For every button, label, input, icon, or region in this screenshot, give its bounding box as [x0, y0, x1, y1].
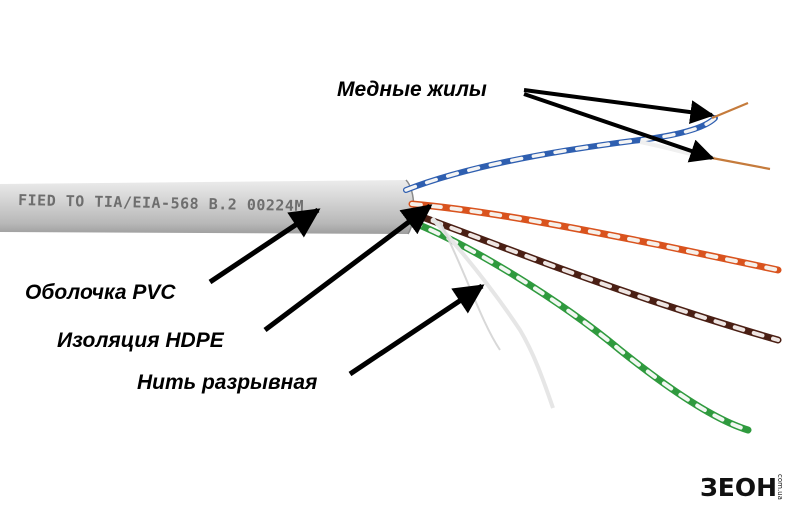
arrow-copper-top: [523, 88, 715, 125]
jacket-print-text: FIED TO TIA/EIA-568 B.2 00224M: [18, 191, 304, 215]
brown-pair: [410, 210, 782, 344]
label-copper-cores: Медные жилы: [337, 78, 715, 163]
label-pvc-jacket: Оболочка PVC: [25, 207, 321, 304]
cable-jacket: FIED TO TIA/EIA-568 B.2 00224M: [0, 179, 415, 235]
logo-subtext: com.ua: [776, 474, 784, 500]
arrow-hdpe: [263, 204, 433, 332]
zeon-logo: ЗЕОН com.ua: [700, 473, 784, 502]
copper-cores: [711, 101, 771, 171]
ripcord-label: Нить разрывная: [137, 371, 317, 394]
label-hdpe-insulation: Изоляция HDPE: [57, 204, 433, 352]
hdpe-insulation-label: Изоляция HDPE: [57, 329, 225, 352]
green-pair: [408, 218, 752, 434]
pvc-jacket-label: Оболочка PVC: [25, 281, 176, 304]
arrow-pvc: [208, 207, 321, 285]
blue-pair: [403, 115, 718, 193]
arrow-ripcord: [348, 283, 485, 377]
arrow-copper-bottom: [523, 92, 715, 163]
orange-pair: [408, 200, 782, 274]
logo-text: ЗЕОН: [700, 473, 777, 502]
copper-cores-label: Медные жилы: [337, 78, 487, 101]
label-ripcord: Нить разрывная: [137, 283, 485, 394]
